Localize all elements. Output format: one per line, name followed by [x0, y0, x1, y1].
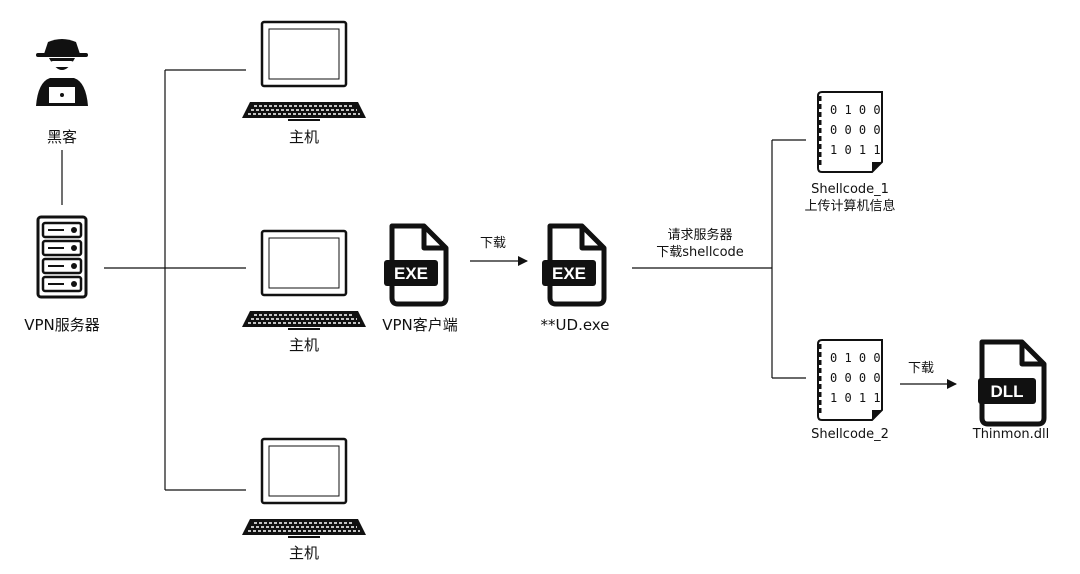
download-edge-label-1: 下载: [479, 236, 506, 251]
shellcode-2-icon: 0 1 0 0 0 0 0 0 1 0 1 1: [816, 338, 884, 422]
ud-exe-label: **UD.exe: [540, 316, 610, 334]
dll-badge-text: DLL: [990, 382, 1023, 401]
hacker-label: 黑客: [46, 128, 77, 146]
host-label-middle: 主机: [288, 336, 319, 354]
host-label-bottom: 主机: [288, 544, 319, 562]
request-edge-label-line2: 下载shellcode: [656, 245, 744, 260]
shellcode-1-icon: 0 1 0 0 0 0 0 0 1 0 1 1: [816, 90, 884, 174]
download-edge-label-2: 下载: [907, 361, 934, 376]
dll-file-icon: DLL: [978, 339, 1047, 427]
host-monitor-icon-bottom: [240, 437, 368, 539]
binary-row: 0 1 0 0: [830, 103, 881, 117]
edge-request-shellcode: [632, 139, 806, 379]
binary-row: 1 0 1 1: [830, 391, 881, 405]
vpn-client-exe-icon: EXE: [384, 226, 446, 304]
hacker-icon: [36, 39, 88, 106]
thinmon-dll-label: Thinmon.dll: [972, 427, 1050, 442]
binary-row: 0 1 0 0: [830, 351, 881, 365]
vpn-client-label: VPN客户端: [382, 316, 458, 334]
ud-exe-icon: EXE: [542, 226, 604, 304]
exe-badge-text: EXE: [394, 264, 428, 283]
vpn-server-icon: [36, 215, 88, 299]
binary-row: 0 0 0 0: [830, 371, 881, 385]
shellcode-2-label: Shellcode_2: [811, 427, 889, 442]
host-label-top: 主机: [288, 128, 319, 146]
shellcode-1-desc: 上传计算机信息: [804, 199, 896, 214]
edge-server-to-hosts: [104, 69, 246, 491]
shellcode-1-label: Shellcode_1: [811, 182, 889, 197]
vpn-server-label: VPN服务器: [24, 316, 100, 334]
binary-row: 0 0 0 0: [830, 123, 881, 137]
binary-row: 1 0 1 1: [830, 143, 881, 157]
host-monitor-icon-middle: [240, 229, 368, 331]
host-monitor-icon-top: [240, 20, 368, 122]
exe-badge-text: EXE: [552, 264, 586, 283]
request-edge-label-line1: 请求服务器: [667, 228, 733, 243]
